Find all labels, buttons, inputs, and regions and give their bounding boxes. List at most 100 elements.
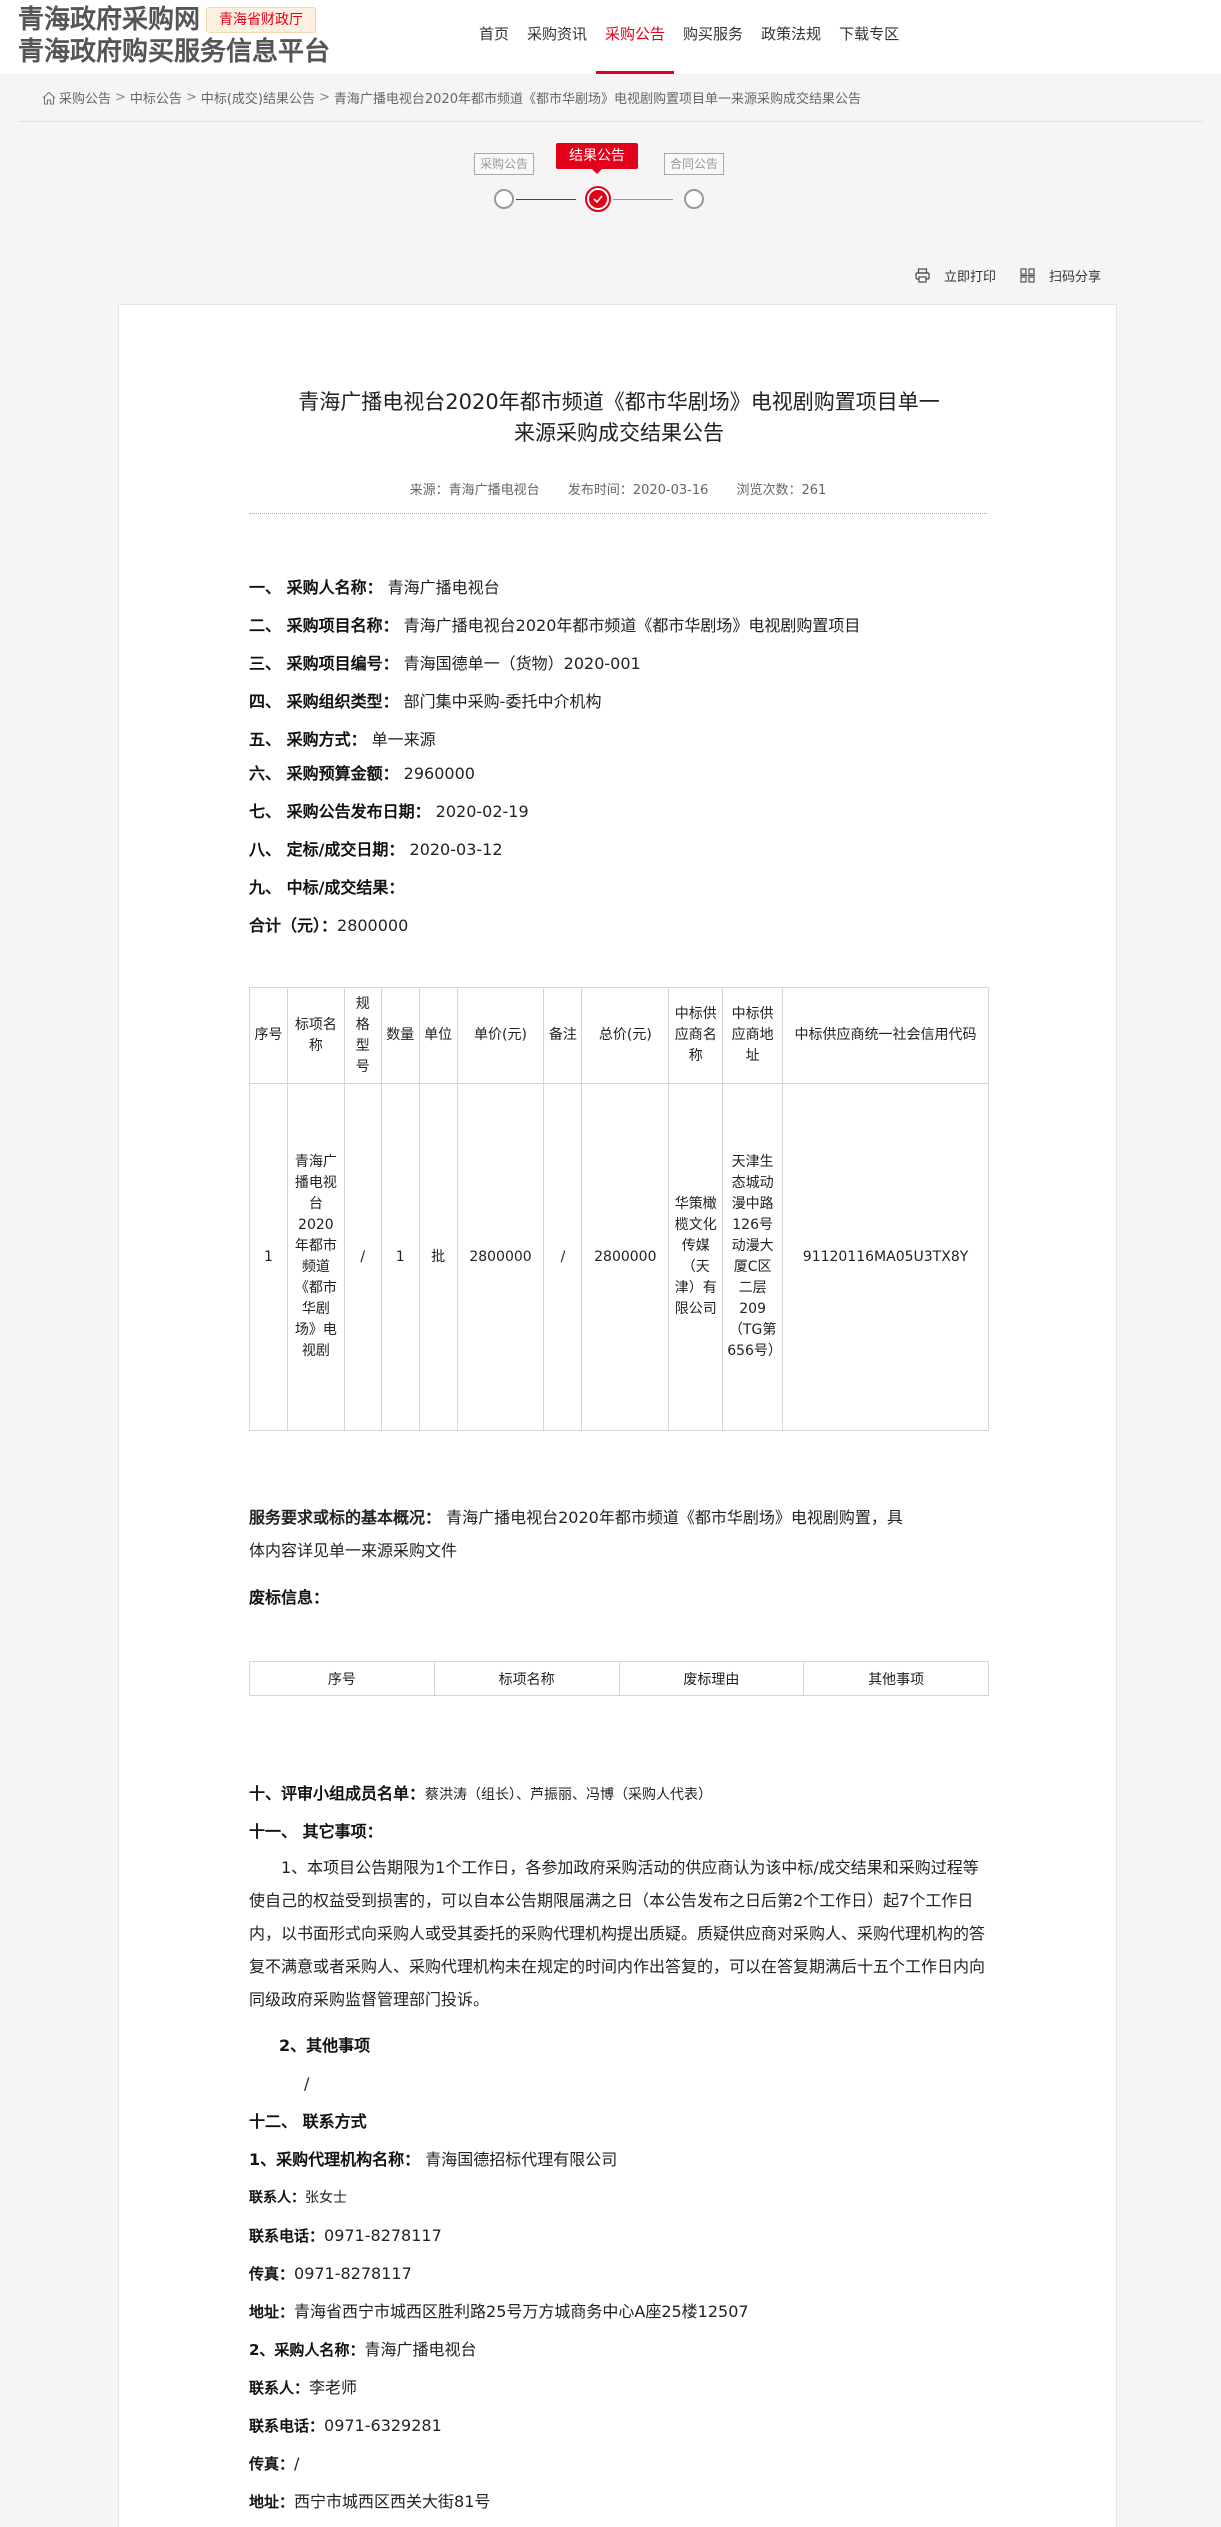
field-value: 0971-8278117 — [324, 2226, 442, 2245]
breadcrumb-current: 青海广播电视台2020年都市频道《都市华剧场》电视剧购置项目单一来源采购成交结果… — [333, 92, 861, 107]
table-cell: 青海广播电视台2020年都市频道《都市华剧场》电视剧 — [286, 1083, 345, 1431]
field-value: 2020-02-19 — [435, 802, 529, 821]
column-header: 标项名称 — [286, 987, 345, 1084]
field-label: 六、 采购预算金额： — [249, 764, 399, 783]
field-value: 蔡洪涛（组长）、芦振丽、冯博（采购人代表） — [425, 1787, 713, 1803]
site-header: 青海政府采购网 青海省财政厅 青海政府购买服务信息平台 首页 采购资讯 采购公告… — [0, 0, 1221, 74]
column-header: 中标供应商地址 — [722, 987, 784, 1084]
field-label: 联系人： — [249, 2379, 310, 2397]
field-value: 张女士 — [305, 2190, 347, 2206]
other-matters-label: 十一、 其它事项： — [249, 1821, 383, 1843]
field-label: 二、 采购项目名称： — [249, 616, 399, 635]
abandoned-bid-table: 序号 标项名称 废标理由 其他事项 — [249, 1661, 989, 1696]
step-result-announcement[interactable]: 结果公告 — [556, 143, 638, 174]
field-budget: 六、 采购预算金额： 2960000 — [249, 763, 475, 785]
field-organization-type: 四、 采购组织类型： 部门集中采购-委托中介机构 — [249, 691, 601, 713]
column-header: 总价(元) — [581, 987, 670, 1084]
home-icon[interactable] — [42, 91, 56, 105]
field-value: 2800000 — [337, 916, 409, 935]
breadcrumb-separator: > — [319, 90, 330, 105]
nav-item-news[interactable]: 采购资讯 — [527, 25, 588, 43]
field-label: 废标信息： — [249, 1588, 330, 1607]
agency-name: 1、采购代理机构名称： 青海国德招标代理有限公司 — [249, 2149, 617, 2171]
announcement-stepper: 采购公告 结果公告 合同公告 — [470, 143, 740, 223]
field-label: 七、 采购公告发布日期： — [249, 802, 431, 821]
review-panel: 十、评审小组成员名单：蔡洪涛（组长）、芦振丽、冯博（采购人代表） — [249, 1783, 712, 1806]
nav-item-purchase-services[interactable]: 购买服务 — [683, 25, 744, 43]
department-badge: 青海省财政厅 — [206, 7, 317, 33]
breadcrumb-item[interactable]: 中标公告 — [129, 92, 182, 107]
share-qr-button[interactable]: 扫码分享 — [1019, 266, 1101, 285]
field-label: 传真： — [249, 2455, 295, 2473]
field-value: 青海省西宁市城西区胜利路25号万方城商务中心A座25楼12507 — [294, 2302, 749, 2321]
field-label: 五、 采购方式： — [249, 730, 367, 749]
print-button[interactable]: 立即打印 — [915, 266, 996, 285]
column-header: 备注 — [543, 987, 583, 1084]
step-circle-3[interactable] — [684, 189, 704, 209]
field-label: 十一、 其它事项： — [249, 1822, 383, 1841]
service-overview: 服务要求或标的基本概况： 青海广播电视台2020年都市频道《都市华剧场》电视剧购… — [249, 1501, 987, 1567]
field-value: 青海广播电视台 — [387, 578, 500, 597]
table-cell: 91120116MA05U3TX8Y — [782, 1083, 989, 1431]
field-label: 合计（元）： — [249, 916, 338, 935]
field-label: 传真： — [249, 2265, 295, 2283]
article-title-line: 来源采购成交结果公告 — [514, 421, 724, 445]
table-cell: 2800000 — [456, 1083, 545, 1431]
step-circle-1[interactable] — [494, 189, 514, 209]
share-label: 扫码分享 — [1048, 270, 1101, 285]
site-logo[interactable]: 青海政府采购网 青海省财政厅 青海政府购买服务信息平台 — [18, 4, 330, 68]
field-value: 青海广播电视台2020年都市频道《都市华剧场》电视剧购置项目 — [403, 616, 861, 635]
column-header: 序号 — [249, 1661, 435, 1696]
field-value: 0971-6329281 — [324, 2416, 442, 2435]
field-label: 九、 中标/成交结果： — [249, 878, 405, 897]
main-nav: 首页 采购资讯 采购公告 购买服务 政策法规 下载专区 — [470, 0, 908, 74]
other-matters-item-2-label: 2、其他事项 — [279, 2035, 370, 2057]
table-cell: 2800000 — [581, 1083, 670, 1431]
field-value: 2020-03-12 — [409, 840, 503, 859]
column-header: 中标供应商统一社会信用代码 — [782, 987, 989, 1084]
field-value: 部门集中采购-委托中介机构 — [403, 692, 602, 711]
article-meta: 来源：青海广播电视台 发布时间：2020-03-16 浏览次数：261 — [249, 479, 987, 498]
other-matters-item-1: 1、本项目公告期限为1个工作日，各参加政府采购活动的供应商认为该中标/成交结果和… — [249, 1858, 986, 2009]
qr-code-icon — [1019, 268, 1035, 283]
table-header-row: 序号 标项名称 规格型号 数量 单位 单价(元) 备注 总价(元) 中标供应商名… — [249, 987, 989, 1084]
step-line-completed — [516, 199, 576, 200]
field-purchaser-name: 一、 采购人名称： 青海广播电视台 — [249, 577, 500, 599]
field-value: 青海广播电视台2020年都市频道《都市华剧场》电视剧购置，具 — [446, 1508, 903, 1527]
site-subtitle: 青海政府购买服务信息平台 — [18, 37, 331, 67]
field-total: 合计（元）：2800000 — [249, 915, 408, 937]
field-value: / — [294, 2454, 300, 2473]
breadcrumb-item[interactable]: 中标(成交)结果公告 — [200, 92, 315, 107]
step-circle-2[interactable] — [585, 186, 611, 212]
column-header: 数量 — [380, 987, 420, 1084]
print-label: 立即打印 — [943, 270, 996, 285]
step-procurement-announcement[interactable]: 采购公告 — [474, 153, 535, 175]
nav-item-policies[interactable]: 政策法规 — [761, 25, 822, 43]
table-cell: 华策橄榄文化传媒（天津）有限公司 — [668, 1083, 724, 1431]
contact-section-label: 十二、 联系方式 — [249, 2111, 367, 2133]
article-publish-time: 发布时间：2020-03-16 — [567, 483, 709, 498]
field-value: 青海广播电视台 — [364, 2340, 477, 2359]
column-header: 废标理由 — [618, 1661, 805, 1696]
step-contract-announcement[interactable]: 合同公告 — [664, 153, 725, 175]
nav-item-downloads[interactable]: 下载专区 — [839, 25, 900, 43]
printer-icon — [915, 268, 930, 283]
purchaser-address: 地址：西宁市城西区西关大街81号 — [249, 2491, 490, 2513]
nav-item-home[interactable]: 首页 — [479, 25, 510, 43]
field-label: 地址： — [249, 2303, 295, 2321]
field-label: 三、 采购项目编号： — [249, 654, 399, 673]
field-announcement-date: 七、 采购公告发布日期： 2020-02-19 — [249, 801, 529, 823]
field-project-name: 二、 采购项目名称： 青海广播电视台2020年都市频道《都市华剧场》电视剧购置项… — [249, 615, 860, 637]
nav-item-announcements[interactable]: 采购公告 — [596, 0, 675, 74]
agency-phone: 联系电话：0971-8278117 — [249, 2225, 442, 2247]
column-header: 序号 — [249, 987, 288, 1084]
field-value: 西宁市城西区西关大街81号 — [294, 2492, 491, 2511]
table-cell: / — [543, 1083, 583, 1431]
table-cell: 1 — [249, 1083, 288, 1431]
field-label: 服务要求或标的基本概况： — [249, 1508, 442, 1527]
field-label: 十、评审小组成员名单： — [249, 1784, 426, 1803]
article-view-count: 浏览次数：261 — [736, 483, 827, 498]
breadcrumb-item[interactable]: 采购公告 — [59, 92, 112, 107]
purchaser-fax: 传真：/ — [249, 2453, 299, 2475]
field-label: 联系电话： — [249, 2417, 325, 2435]
